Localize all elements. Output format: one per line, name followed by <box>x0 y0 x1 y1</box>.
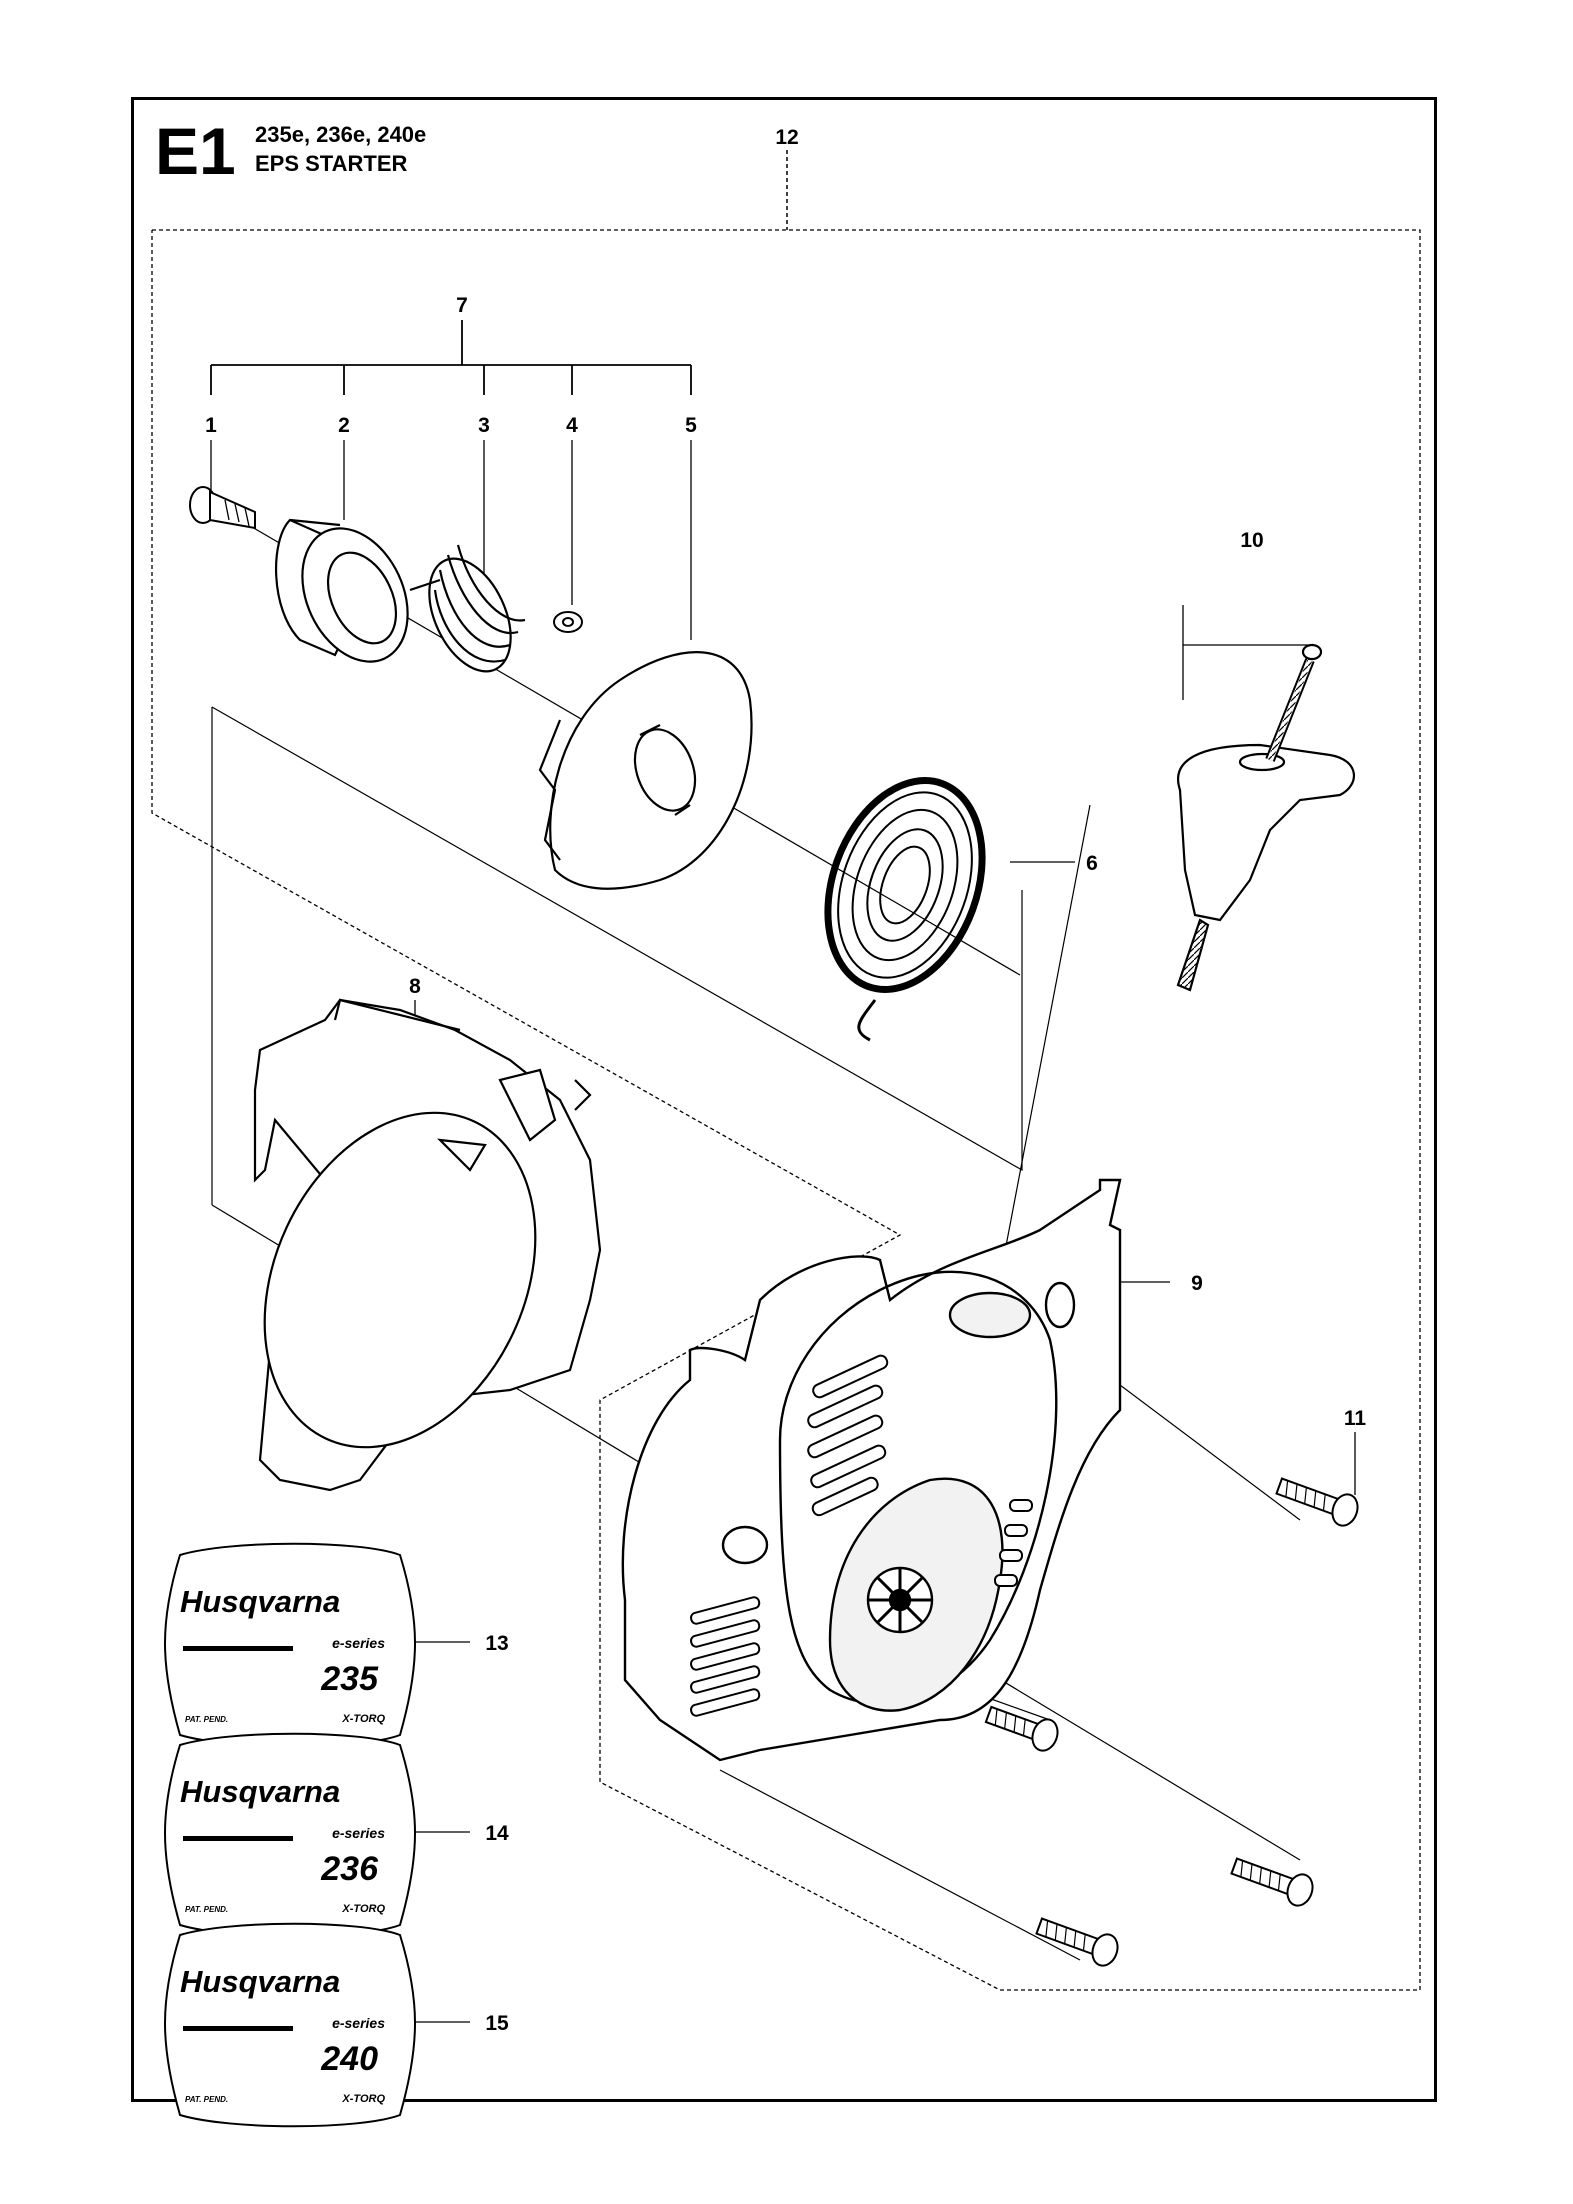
decal-13-engine: X-TORQ <box>341 1713 385 1725</box>
part-10-handle <box>1176 643 1356 992</box>
part-4-washer <box>553 611 583 633</box>
part-2-pulley <box>275 518 409 663</box>
decal-13-series: e-series <box>332 1635 385 1651</box>
section-code: E1 <box>155 114 236 188</box>
callout-6: 6 <box>1086 852 1098 875</box>
part-6-recoil-spring <box>824 777 986 1042</box>
decal-15: Husqvarna e-series 240 PAT. PEND. X-TORQ <box>164 1922 416 2128</box>
decal-15-model: 240 <box>320 2040 378 2078</box>
callout-13: 13 <box>485 1632 508 1655</box>
callout-3: 3 <box>478 414 490 437</box>
callout-4: 4 <box>566 414 578 437</box>
page-frame <box>131 97 1437 2102</box>
callout-7: 7 <box>456 294 468 317</box>
callout-9: 9 <box>1191 1272 1203 1295</box>
decal-13-model: 235 <box>320 1660 379 1698</box>
callout-11: 11 <box>1344 1407 1367 1430</box>
callout-15: 15 <box>485 2012 509 2035</box>
decal-15-engine: X-TORQ <box>341 2093 385 2105</box>
section-title: EPS STARTER <box>255 151 408 176</box>
decal-15-brand: Husqvarna <box>180 1964 340 1999</box>
part-1-screw <box>189 486 256 530</box>
part-11-screws <box>984 1477 1359 1967</box>
callout-5: 5 <box>685 414 697 437</box>
callout-2: 2 <box>338 414 350 437</box>
decal-13: Husqvarna e-series 235 PAT. PEND. X-TORQ <box>164 1542 416 1748</box>
assembly-12-outline <box>151 229 1421 1991</box>
decal-15-patent: PAT. PEND. <box>185 2095 228 2104</box>
callout-10: 10 <box>1240 529 1263 552</box>
decal-14-engine: X-TORQ <box>341 1903 385 1915</box>
decal-14-patent: PAT. PEND. <box>185 1905 228 1914</box>
callout-12: 12 <box>775 126 798 149</box>
callout-1: 1 <box>205 414 217 437</box>
decal-13-brand: Husqvarna <box>180 1584 340 1619</box>
bracket-7 <box>210 320 692 395</box>
part-5-plate <box>538 651 753 890</box>
decal-14: Husqvarna e-series 236 PAT. PEND. X-TORQ <box>164 1732 416 1938</box>
decal-15-series: e-series <box>332 2015 385 2031</box>
callout-8: 8 <box>409 975 421 998</box>
decal-14-brand: Husqvarna <box>180 1774 340 1809</box>
decal-14-series: e-series <box>332 1825 385 1841</box>
model-list: 235e, 236e, 240e <box>255 122 427 147</box>
callout-14: 14 <box>485 1822 509 1845</box>
part-3-spring <box>409 544 526 673</box>
part-8-fan-cover <box>253 998 602 1492</box>
decal-14-model: 236 <box>320 1850 379 1888</box>
decal-13-patent: PAT. PEND. <box>185 1715 228 1724</box>
part-9-housing <box>621 1178 1122 1762</box>
